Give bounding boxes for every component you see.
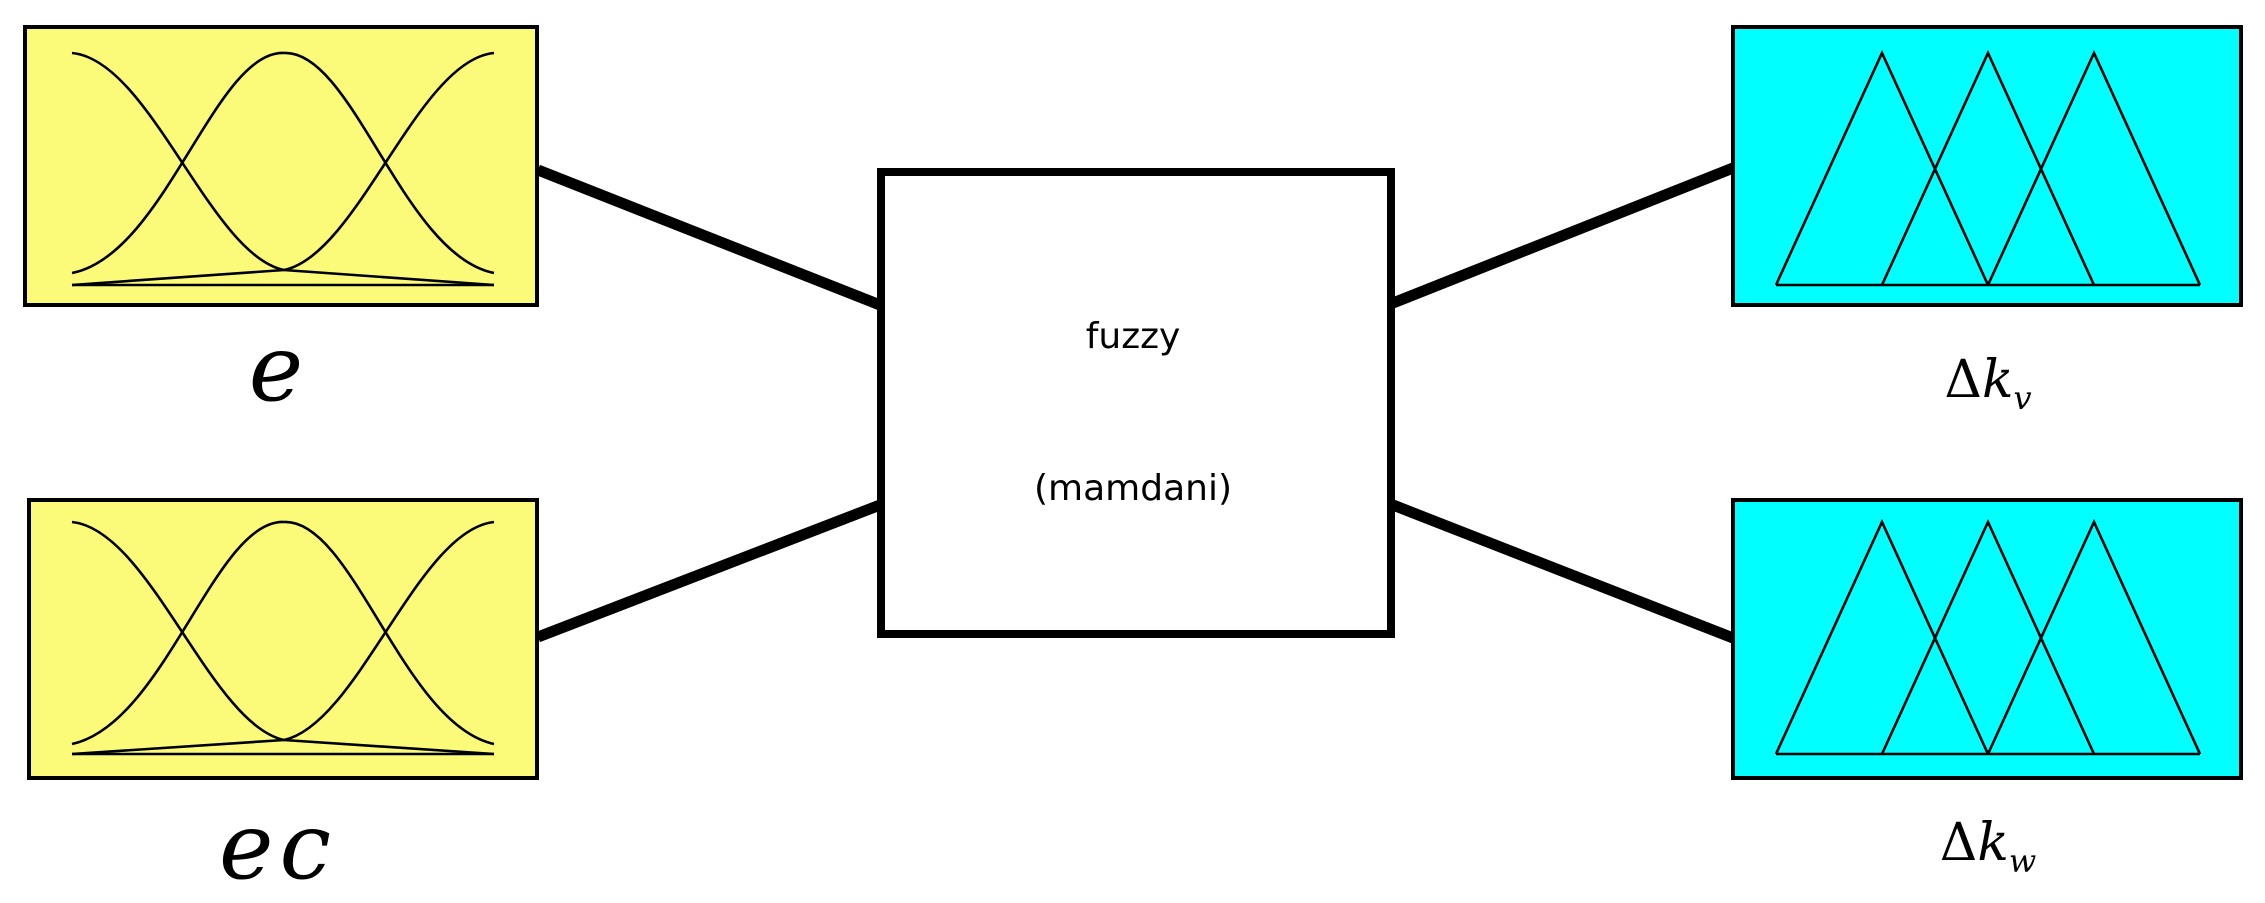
mf-triangle-2 xyxy=(1880,518,2096,755)
input-label-e: e xyxy=(249,315,303,422)
output-label-kw: Δkw xyxy=(1940,813,2036,880)
input-box-ec xyxy=(27,498,539,780)
mf-curve-right xyxy=(71,51,495,287)
connector-output-kw xyxy=(1390,499,1736,644)
output-label-kv: Δkv xyxy=(1944,350,2031,417)
membership-curves-e xyxy=(71,51,495,287)
output-block-kv[interactable] xyxy=(1731,25,2243,307)
mf-triangle-2 xyxy=(1880,49,2096,286)
membership-triangles-kv xyxy=(1774,49,2202,287)
connections xyxy=(535,162,1736,644)
output-block-kw[interactable] xyxy=(1731,498,2243,780)
output-label-kv-delta: Δ xyxy=(1944,350,1982,410)
mf-triangle-3 xyxy=(1986,518,2202,755)
membership-curves-ec xyxy=(71,520,495,756)
output-label-kw-sub: w xyxy=(2009,842,2036,880)
output-label-kw-base: k xyxy=(1977,813,2009,873)
output-box-kw xyxy=(1731,498,2243,780)
mf-curve-center xyxy=(71,520,495,746)
input-label-ec: ec xyxy=(219,793,337,900)
membership-triangles-kw xyxy=(1774,518,2202,756)
input-block-ec[interactable] xyxy=(27,498,539,780)
output-label-kv-sub: v xyxy=(2014,379,2032,417)
mf-triangle-1 xyxy=(1774,518,1990,755)
mf-curve-left xyxy=(71,51,495,287)
output-box-kv xyxy=(1731,25,2243,307)
fuzzy-system-block[interactable]: fuzzy (mamdani) xyxy=(877,168,1395,638)
fuzzy-system-box xyxy=(877,168,1395,638)
connector-output-kv xyxy=(1390,162,1736,309)
system-type: (mamdani) xyxy=(1034,468,1232,509)
connector-input-ec xyxy=(536,499,882,643)
output-label-kw-delta: Δ xyxy=(1940,813,1978,873)
mf-triangle-1 xyxy=(1774,49,1990,286)
mf-triangle-3 xyxy=(1986,49,2202,286)
input-box-e xyxy=(23,25,539,307)
mf-curve-right xyxy=(71,520,495,756)
output-label-kv-base: k xyxy=(1982,350,2014,410)
mf-curve-left xyxy=(71,520,495,756)
input-block-e[interactable] xyxy=(23,25,539,307)
connector-input-e xyxy=(535,164,883,311)
mf-curve-center xyxy=(71,51,495,275)
system-name: fuzzy xyxy=(1086,316,1181,357)
